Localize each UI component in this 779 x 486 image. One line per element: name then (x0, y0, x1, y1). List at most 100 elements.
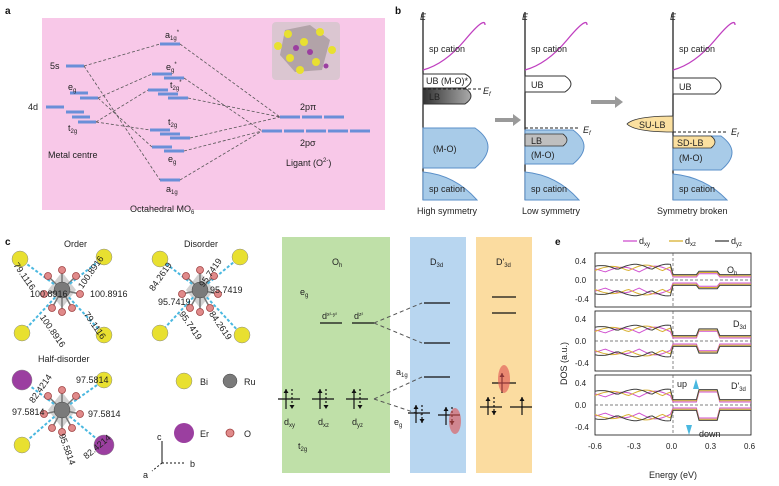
disorder-title: Disorder (184, 239, 218, 249)
dos-ytick-label: -0.4 (575, 295, 589, 304)
label-metal-t2g: t2g (68, 123, 77, 135)
disorder-angle-6: 84.2619 (207, 309, 234, 341)
dos-curve-down (594, 343, 751, 356)
col3-ef: Ef (731, 127, 740, 139)
label-2p-sigma: 2pσ (300, 138, 316, 148)
legend-er: Er (200, 429, 209, 439)
spin-arrowhead (317, 389, 323, 393)
ru-atom (191, 281, 209, 299)
title-d3d-prime: D'3d (496, 257, 511, 269)
o-bi-bond (21, 409, 63, 446)
legend-dxz: dxz (685, 236, 696, 248)
caption-metal-centre: Metal centre (48, 150, 98, 160)
panel-b: b E sp cation UB (M-O)* LB Ef (M-O) sp c… (395, 0, 779, 235)
o-atom (182, 272, 190, 280)
octahedron-order (11, 248, 113, 344)
axis-a-line (151, 462, 163, 472)
o-atom (210, 272, 218, 280)
spin-arrowhead (351, 389, 357, 393)
half-angle-2: 97.5814 (76, 375, 109, 385)
order-angle-2: 100.8916 (76, 254, 106, 290)
axis-e-1: E (420, 12, 427, 22)
o-atom (58, 308, 66, 316)
half-angle-4: 97.5814 (88, 409, 121, 419)
caption-ligand: Ligant (O2-) (286, 158, 331, 168)
label-eg-mo: eg (168, 154, 176, 166)
panel-c-letter: c (5, 237, 11, 248)
label-5s: 5s (50, 61, 60, 71)
dos-ytick-label: -0.4 (575, 423, 589, 432)
col3-sulb: SU-LB (639, 120, 666, 130)
axis-e-3: E (670, 12, 677, 22)
ru-atom (53, 401, 71, 419)
up-arrow-icon (693, 379, 699, 389)
dos-ytick-label: 0.0 (575, 337, 587, 346)
panel-a-letter: a (5, 6, 11, 17)
label-a1g-mo: a1g (166, 184, 178, 196)
column-low-symmetry: E sp cation UB Ef LB (M-O) sp cation Low… (522, 12, 592, 216)
ru-atom (53, 281, 71, 299)
label-t2g-mo: t2g (168, 117, 177, 129)
arrow-1 (495, 114, 521, 126)
col3-mo: (M-O) (679, 153, 703, 163)
octahedron-half-disorder (11, 369, 115, 456)
o-bi-bond (61, 256, 105, 291)
down-arrow-icon (686, 425, 692, 435)
bg-d3d (410, 237, 466, 473)
legend-o-dot (225, 428, 235, 438)
panel-e: e dxy dxz dyz DOS (a.u.) Energy (eV) 0.4… (555, 235, 779, 481)
octahedron-disorder (151, 248, 251, 344)
panel-e-letter: e (555, 237, 561, 248)
bi-atom (231, 248, 249, 266)
col1-ub: UB (M-O)* (426, 76, 468, 86)
o-bi-bond (199, 256, 241, 291)
col1-sp-top: sp cation (429, 44, 465, 54)
o-bi-bond (61, 289, 105, 336)
correlation-lines (83, 43, 281, 181)
dos-ylabel: DOS (a.u.) (559, 342, 569, 385)
label-up: up (677, 379, 687, 389)
arrow-2 (591, 96, 623, 108)
o-atom (44, 392, 52, 400)
column-high-symmetry: E sp cation UB (M-O)* LB Ef (M-O) sp cat… (417, 12, 492, 216)
label-eg-d: eg (300, 287, 308, 299)
label-dz2: dz² (354, 311, 364, 321)
spin-arrowhead (289, 405, 295, 409)
panel-b-svg: b E sp cation UB (M-O)* LB Ef (M-O) sp c… (395, 6, 740, 216)
bi-atom (151, 324, 169, 342)
o-atom (72, 272, 80, 280)
mo-levels (148, 42, 190, 182)
col2-lb-mo: (M-O) (531, 150, 555, 160)
spin-arrowhead (491, 411, 497, 415)
label-t2g-star: t2g* (170, 80, 182, 92)
sub-d3d: D3d (733, 319, 746, 331)
dos-ytick-label: 0.4 (575, 257, 587, 266)
dos-xtick-label: 0.3 (705, 442, 717, 451)
spin-arrowhead (443, 407, 449, 411)
highlight-d3d-prime (498, 365, 510, 393)
dos-ytick-label: -0.4 (575, 359, 589, 368)
o-atom (68, 304, 76, 312)
panel-d-svg: d Oh D3d D'3d eg dx²-y² dz² a1g dxy dxz … (278, 237, 532, 473)
dos-curve-down (594, 345, 751, 358)
title-d3d: D3d (430, 257, 443, 269)
o-bi-bond (19, 258, 63, 291)
dos-ytick-label: 0.4 (575, 379, 587, 388)
o-atom (48, 424, 56, 432)
col1-lb: LB (429, 92, 440, 102)
spin-arrowhead (323, 405, 329, 409)
dos-ytick-label: 0.0 (575, 401, 587, 410)
bg-d3d-prime (476, 237, 532, 473)
o-atom (44, 272, 52, 280)
disorder-angle-4: 95.7419 (210, 285, 243, 295)
bi-atom (11, 250, 29, 268)
legend-ru-dot (222, 373, 238, 389)
bi-atom (13, 324, 31, 342)
col2-caption: Low symmetry (522, 206, 581, 216)
axis-b: b (190, 459, 195, 469)
col3-caption: Symmetry broken (657, 206, 728, 216)
o-atom (178, 290, 186, 298)
sub-oh: Oh (727, 265, 737, 277)
o-atom (196, 308, 204, 316)
